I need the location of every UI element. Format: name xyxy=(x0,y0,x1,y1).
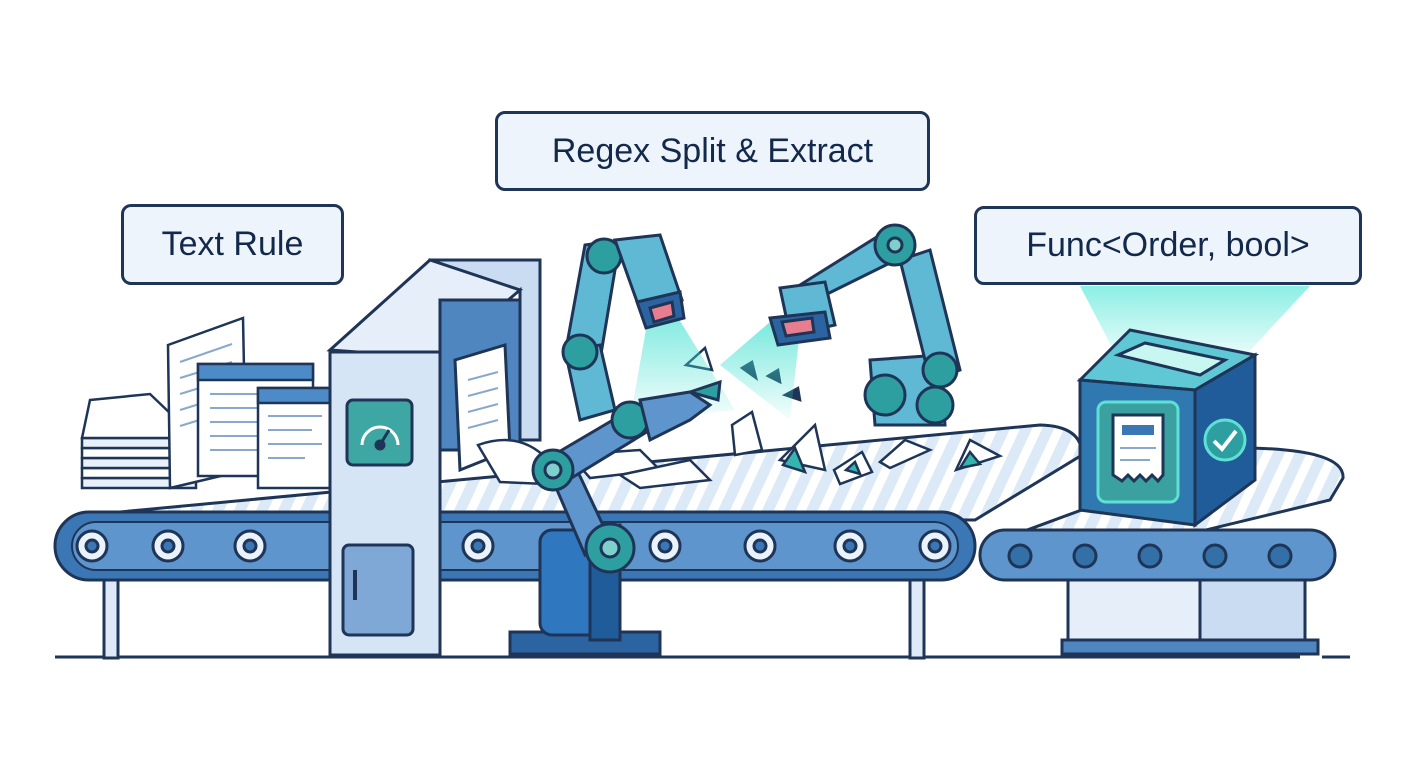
receipt-icon xyxy=(1111,413,1165,484)
check-circle-icon xyxy=(1203,418,1247,462)
gauge-icon xyxy=(360,425,400,451)
belt-gears xyxy=(75,529,952,563)
scan-beam-right xyxy=(720,322,800,420)
regex-split-extract-label: Regex Split & Extract xyxy=(495,111,930,191)
text-rule-label-text: Text Rule xyxy=(161,225,304,263)
regex-label-text: Regex Split & Extract xyxy=(551,131,874,170)
predicate-label-text: Func<Order, bool> xyxy=(1026,226,1310,264)
robot-arm-scanner-right xyxy=(768,223,962,427)
document-stack xyxy=(80,316,332,490)
predicate-label: Func<Order, bool> xyxy=(974,206,1362,285)
text-rule-label: Text Rule xyxy=(121,204,344,285)
robot-arm-front xyxy=(508,379,722,656)
validation-cube xyxy=(1076,328,1260,528)
robot-arm-scanner-left xyxy=(561,233,686,422)
scanner-machine xyxy=(326,258,542,657)
